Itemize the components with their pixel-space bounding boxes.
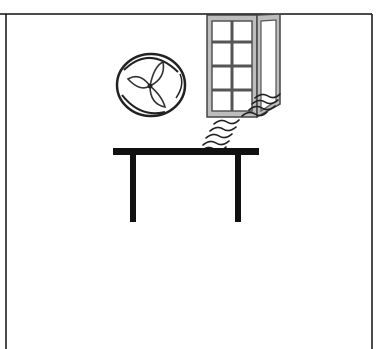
ventilation-fan-icon [117, 54, 185, 116]
panel-border [0, 14, 372, 349]
open-window-icon [207, 14, 280, 117]
table-icon [113, 148, 259, 222]
